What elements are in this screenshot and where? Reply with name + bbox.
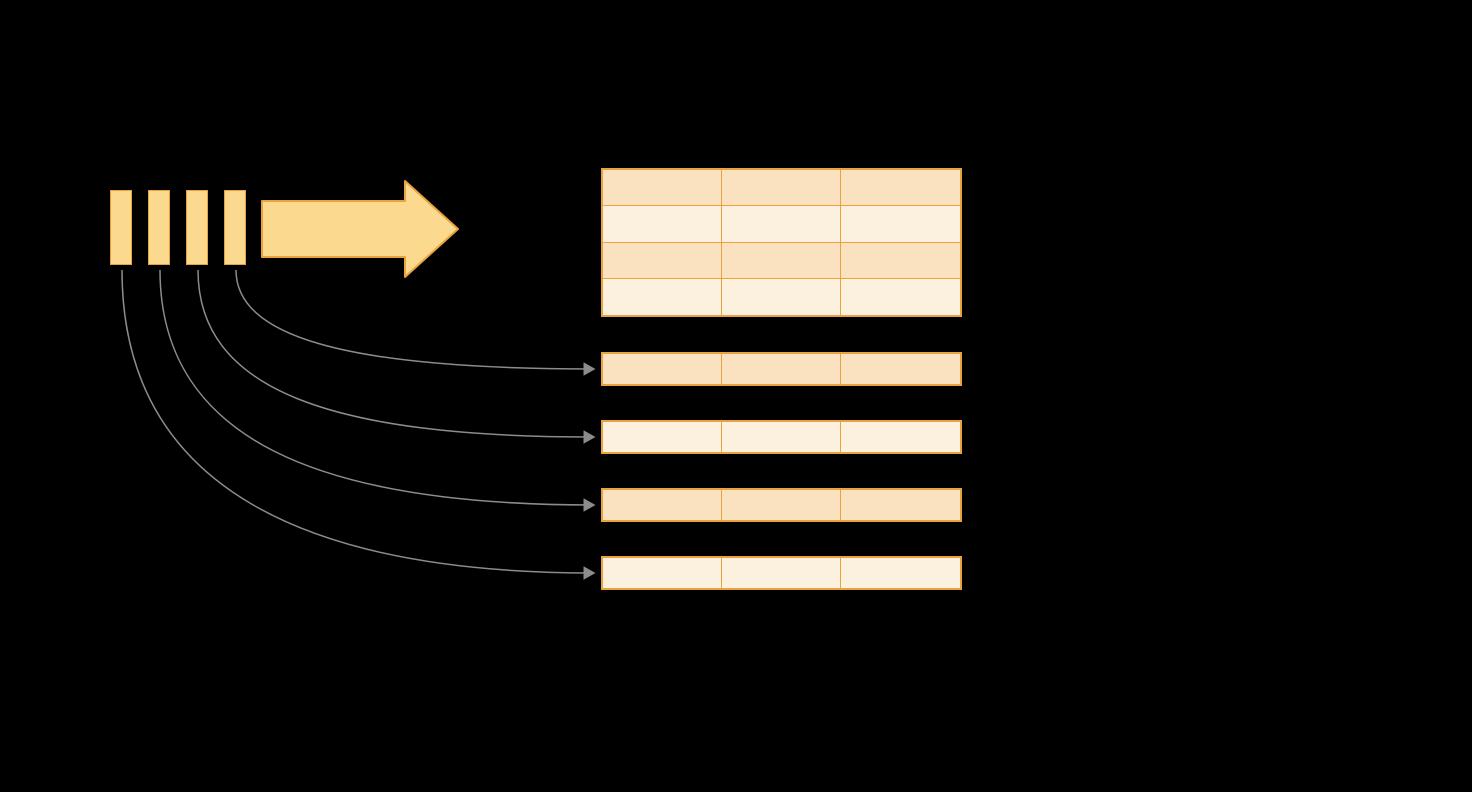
stack-bar [148, 190, 170, 265]
table-cell [841, 354, 960, 384]
table-cell [603, 206, 722, 243]
table-cell [603, 170, 722, 207]
table-cell [841, 170, 960, 207]
table-cell [722, 490, 841, 520]
detail-table-4 [601, 556, 962, 590]
table-cell [722, 242, 841, 279]
detail-table-3 [601, 488, 962, 522]
table-cell [841, 422, 960, 452]
connector-arrow-4 [121, 269, 596, 580]
stack-bar [224, 190, 246, 265]
table-cell [841, 242, 960, 279]
table-cell [722, 354, 841, 384]
table-cell [603, 242, 722, 279]
table-cell [603, 490, 722, 520]
table-cell [841, 490, 960, 520]
stack-bar [110, 190, 132, 265]
main-table [601, 168, 962, 317]
table-cell [841, 558, 960, 588]
detail-table-1 [601, 352, 962, 386]
table-cell [722, 206, 841, 243]
table-cell [841, 278, 960, 315]
table-cell [603, 558, 722, 588]
table-cell [722, 170, 841, 207]
connector-arrow-3 [159, 269, 596, 512]
right-arrow-icon [261, 180, 459, 278]
table-cell [722, 278, 841, 315]
memory-stack [110, 190, 246, 265]
table-cell [603, 422, 722, 452]
connector-arrow-1 [235, 269, 596, 376]
connector-arrow-2 [197, 269, 596, 444]
table-cell [722, 558, 841, 588]
table-cell [603, 354, 722, 384]
table-cell [722, 422, 841, 452]
stack-bar [186, 190, 208, 265]
table-cell [603, 278, 722, 315]
detail-table-2 [601, 420, 962, 454]
table-cell [841, 206, 960, 243]
